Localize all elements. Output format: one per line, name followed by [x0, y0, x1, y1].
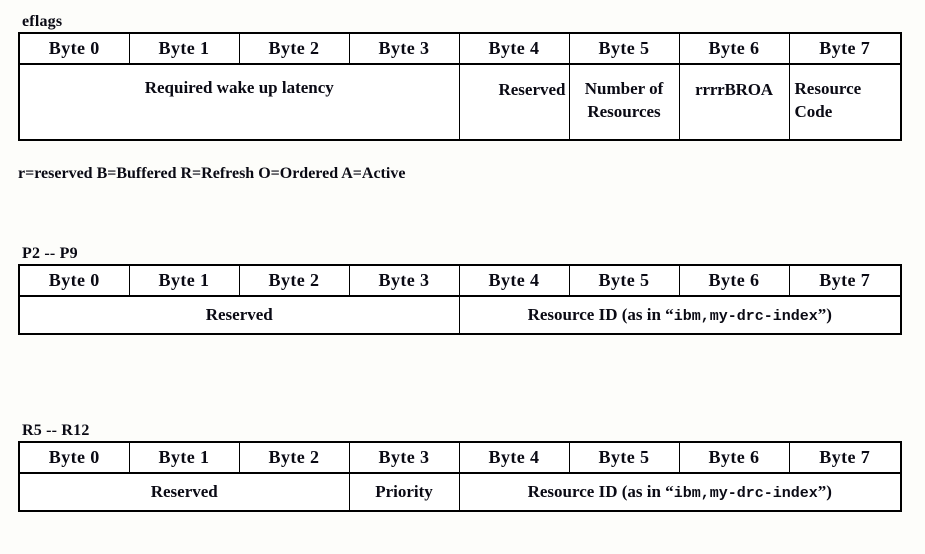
resource-id-text-prefix: Resource ID (as in “	[527, 305, 674, 324]
column-header-byte-2: Byte 2	[238, 441, 350, 474]
column-header-byte-5: Byte 5	[568, 441, 680, 474]
field-cell-required-wake-up-latency: Required wake up latency	[18, 63, 460, 141]
section-title-r5-r12: R5 -- R12	[22, 422, 90, 439]
field-cell-resource-id: Resource ID (as in “ibm,my-drc-index”)	[458, 472, 902, 512]
column-header-byte-2: Byte 2	[238, 32, 350, 65]
byte-layout-table-eflags: Byte 0 Byte 1 Byte 2 Byte 3 Byte 4 Byte …	[18, 32, 902, 141]
table-field-row: Reserved Resource ID (as in “ibm,my-drc-…	[18, 295, 902, 335]
resource-id-property-name: ibm,my-drc-index	[673, 485, 818, 502]
column-header-byte-7: Byte 7	[788, 264, 902, 297]
column-header-byte-3: Byte 3	[348, 32, 460, 65]
column-header-byte-4: Byte 4	[458, 264, 570, 297]
section-r5-r12: R5 -- R12 Byte 0 Byte 1 Byte 2 Byte 3 By…	[0, 421, 925, 512]
section-title-p2-p9: P2 -- P9	[22, 245, 78, 262]
field-label-reserved: Reserved	[205, 305, 273, 324]
byte-layout-table-r5-r12: Byte 0 Byte 1 Byte 2 Byte 3 Byte 4 Byte …	[18, 441, 902, 512]
field-cell-flag-bits: rrrrBROA	[678, 63, 790, 141]
section-p2-p9: P2 -- P9 Byte 0 Byte 1 Byte 2 Byte 3 Byt…	[0, 244, 925, 335]
field-label-reserved: Reserved	[150, 482, 218, 501]
field-label-resource-code: Resource Code	[794, 79, 862, 121]
table-header-row: Byte 0 Byte 1 Byte 2 Byte 3 Byte 4 Byte …	[18, 264, 902, 297]
field-cell-number-of-resources: Number of Resources	[568, 63, 680, 141]
column-header-byte-0: Byte 0	[18, 264, 130, 297]
column-header-byte-1: Byte 1	[128, 32, 240, 65]
resource-id-text-prefix: Resource ID (as in “	[527, 482, 674, 501]
field-cell-reserved: Reserved	[18, 295, 460, 335]
field-cell-reserved: Reserved	[458, 63, 570, 141]
column-header-byte-1: Byte 1	[128, 264, 240, 297]
resource-id-text-suffix: ”)	[817, 482, 832, 501]
column-header-byte-1: Byte 1	[128, 441, 240, 474]
field-cell-priority: Priority	[348, 472, 460, 512]
column-header-byte-6: Byte 6	[678, 264, 790, 297]
column-header-byte-3: Byte 3	[348, 264, 460, 297]
field-cell-resource-id: Resource ID (as in “ibm,my-drc-index”)	[458, 295, 902, 335]
column-header-byte-4: Byte 4	[458, 441, 570, 474]
table-field-row: Reserved Priority Resource ID (as in “ib…	[18, 472, 902, 512]
flag-bits-legend: r=reserved B=Buffered R=Refresh O=Ordere…	[18, 165, 406, 182]
column-header-byte-0: Byte 0	[18, 441, 130, 474]
column-header-byte-0: Byte 0	[18, 32, 130, 65]
column-header-byte-7: Byte 7	[788, 441, 902, 474]
byte-layout-table-p2-p9: Byte 0 Byte 1 Byte 2 Byte 3 Byte 4 Byte …	[18, 264, 902, 335]
table-header-row: Byte 0 Byte 1 Byte 2 Byte 3 Byte 4 Byte …	[18, 32, 902, 65]
table-header-row: Byte 0 Byte 1 Byte 2 Byte 3 Byte 4 Byte …	[18, 441, 902, 474]
field-label-number-of-resources: Number of Resources	[584, 79, 664, 121]
resource-id-text-suffix: ”)	[817, 305, 832, 324]
column-header-byte-4: Byte 4	[458, 32, 570, 65]
column-header-byte-6: Byte 6	[678, 32, 790, 65]
column-header-byte-7: Byte 7	[788, 32, 902, 65]
field-cell-resource-code: Resource Code	[788, 63, 902, 141]
column-header-byte-2: Byte 2	[238, 264, 350, 297]
resource-id-property-name: ibm,my-drc-index	[673, 308, 818, 325]
section-title-eflags: eflags	[22, 13, 63, 30]
field-label-resource-id: Resource ID (as in “ibm,my-drc-index”)	[460, 297, 901, 328]
column-header-byte-6: Byte 6	[678, 441, 790, 474]
table-field-row: Required wake up latency Reserved Number…	[18, 63, 902, 141]
field-cell-reserved: Reserved	[18, 472, 350, 512]
field-label-priority: Priority	[375, 482, 433, 501]
column-header-byte-5: Byte 5	[568, 264, 680, 297]
field-label-flag-bits: rrrrBROA	[695, 80, 773, 99]
field-label-resource-id: Resource ID (as in “ibm,my-drc-index”)	[460, 474, 901, 505]
field-label-required-wake-up-latency: Required wake up latency	[144, 78, 334, 97]
field-label-reserved: Reserved	[498, 80, 566, 99]
section-eflags: eflags Byte 0 Byte 1 Byte 2 Byte 3 Byte …	[0, 12, 925, 182]
column-header-byte-5: Byte 5	[568, 32, 680, 65]
column-header-byte-3: Byte 3	[348, 441, 460, 474]
